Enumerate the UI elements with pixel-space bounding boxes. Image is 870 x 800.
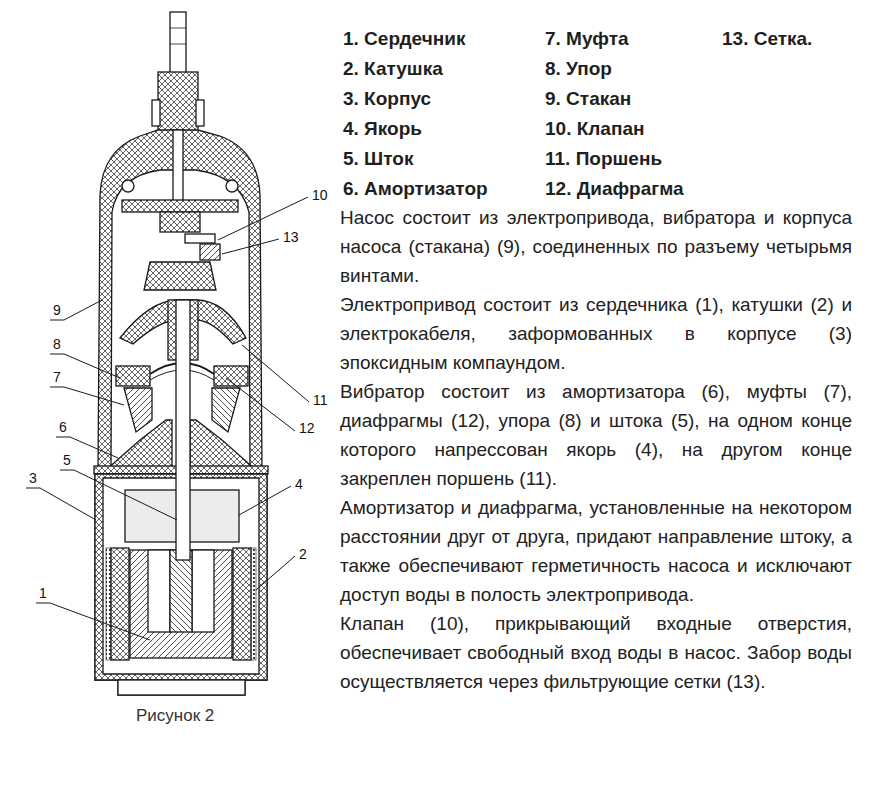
part-name: 11. Поршень xyxy=(545,148,662,170)
part-name: 3. Корпус xyxy=(343,88,431,110)
description-paragraph: Вибратор состоит из амортизатора (6), му… xyxy=(340,377,852,493)
callout-number: 1 xyxy=(38,585,48,602)
callout-number: 2 xyxy=(298,546,308,563)
part-name: 9. Стакан xyxy=(545,88,631,110)
part-name: 4. Якорь xyxy=(343,118,422,140)
callout-number: 4 xyxy=(294,476,304,493)
part-name: 2. Катушка xyxy=(343,58,443,80)
callout-number: 7 xyxy=(52,369,62,386)
callout-number: 5 xyxy=(62,452,72,469)
callout-number: 13 xyxy=(282,229,300,246)
text-column: Насос состоит из электропривода, вибрато… xyxy=(340,203,852,696)
part-name: 8. Упор xyxy=(545,58,612,80)
part-name: 13. Сетка. xyxy=(722,28,812,50)
callout-number: 12 xyxy=(298,420,316,437)
callout-number: 3 xyxy=(28,470,38,487)
part-name: 5. Шток xyxy=(343,148,413,170)
callout-number: 9 xyxy=(52,302,62,319)
callout-number: 10 xyxy=(311,187,329,204)
description-paragraph: Электропривод состоит из сердечника (1),… xyxy=(340,290,852,377)
part-name: 1. Сердечник xyxy=(343,28,465,50)
part-name: 10. Клапан xyxy=(545,118,644,140)
pump-body xyxy=(94,12,268,695)
description-paragraph: Клапан (10), прикрывающий входные отверс… xyxy=(340,609,852,696)
callout-number: 8 xyxy=(52,336,62,353)
description-paragraph: Амортизатор и диафрагма, установленные н… xyxy=(340,493,852,609)
part-name: 7. Муфта xyxy=(545,28,629,50)
part-name: 6. Амортизатор xyxy=(343,178,488,200)
callout-number: 11 xyxy=(312,392,329,409)
part-name: 12. Диафрагма xyxy=(545,178,684,200)
figure-caption: Рисунок 2 xyxy=(136,706,214,726)
description-paragraph: Насос состоит из электропривода, вибрато… xyxy=(340,203,852,290)
callout-number: 6 xyxy=(58,419,68,436)
leader-lines xyxy=(26,197,309,640)
